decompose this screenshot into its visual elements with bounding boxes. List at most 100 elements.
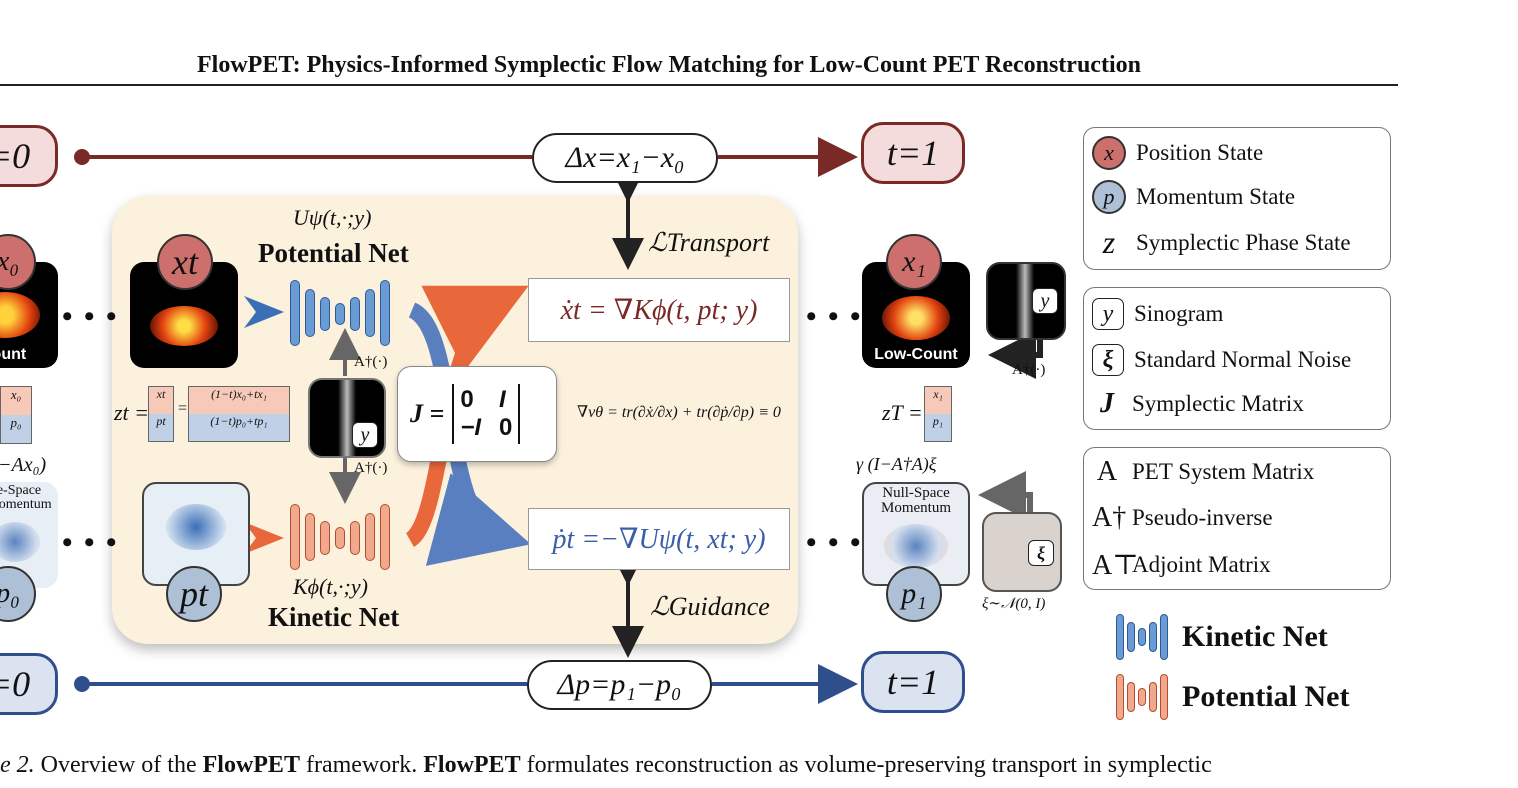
noise-image: ξ xyxy=(982,512,1062,592)
p1-circle: p₁ xyxy=(886,566,942,622)
left-state-vector: x₀ p₀ xyxy=(0,386,32,444)
legend-symbols-box: y Sinogram ξ Standard Normal Noise J Sym… xyxy=(1083,287,1391,430)
kinetic-net-bar xyxy=(380,504,390,570)
bottom-left-state-pill: =0 xyxy=(0,653,58,715)
xt-image xyxy=(130,262,238,368)
position-state-icon: x xyxy=(1092,136,1126,170)
potential-net-legend-icon xyxy=(1116,674,1176,720)
sinogram-y-badge-right: y xyxy=(1032,288,1058,314)
sinogram-icon: y xyxy=(1092,298,1124,330)
system-matrix-icon: A xyxy=(1096,456,1118,487)
kinetic-net-bar xyxy=(320,521,330,555)
zt-interp-x: (1−t)x₀+tx₁ xyxy=(189,387,289,414)
ellipsis-top-left: • • • xyxy=(62,300,119,333)
caption-text: Overview of the xyxy=(40,752,197,778)
symplectic-matrix-icon: J xyxy=(1100,388,1114,419)
phase-state-icon: z xyxy=(1102,224,1116,260)
gamma-eq: γ (I−A†A)ξ xyxy=(856,454,937,474)
legend-phase-row: z Symplectic Phase State xyxy=(1092,224,1351,261)
zt-vec-p: pt xyxy=(149,414,173,441)
legend-potential-label: Potential Net xyxy=(1182,680,1350,713)
kinetic-arrowhead xyxy=(244,522,284,554)
zt-interp-vector: (1−t)x₀+tx₁ (1−t)p₀+tp₁ xyxy=(188,386,290,442)
potential-net-bar xyxy=(335,303,345,325)
bottom-right-text: t=1 xyxy=(886,662,940,702)
nullspace-text: Null-Space Momentum xyxy=(881,485,951,516)
sinogram-y-badge: y xyxy=(352,422,378,448)
zt-eq-sign: = xyxy=(178,400,188,417)
potential-net-bar xyxy=(365,289,375,337)
left-vec-p0: p₀ xyxy=(1,415,31,443)
legend-system-row: A PET System Matrix xyxy=(1092,456,1314,488)
kinetic-net-legend-icon xyxy=(1116,614,1176,660)
header-rule xyxy=(0,84,1398,86)
bottom-right-state-pill: t=1 xyxy=(861,651,965,713)
potential-net-bar xyxy=(350,297,360,331)
x1-circle: x₁ xyxy=(886,234,942,290)
top-right-text: t=1 xyxy=(886,133,940,173)
kinetic-net-title: Kinetic Net xyxy=(268,602,400,632)
legend-momentum-row: p Momentum State xyxy=(1092,180,1295,214)
pinv-label-lower: A†(·) xyxy=(354,460,388,476)
kinetic-net-bar xyxy=(335,527,345,549)
adjoint-matrix-icon: A⊤ xyxy=(1092,550,1139,581)
potential-net-bar xyxy=(380,280,390,346)
guidance-loss-label: ℒGuidance xyxy=(650,592,770,621)
zT-vector: x₁ p₁ xyxy=(924,386,952,442)
zT-vec-x: x₁ xyxy=(925,387,951,414)
legend-states-box: x Position State p Momentum State z Symp… xyxy=(1083,127,1391,270)
top-delta-text: Δx=x₁−x₀ xyxy=(565,141,685,174)
sinogram-center-image: y xyxy=(308,378,386,458)
j-cell: 0 xyxy=(460,386,474,413)
left-nullspace-text: e-Space Momentum xyxy=(0,483,52,512)
zT-vec-p: p₁ xyxy=(925,414,951,441)
noise-dist-label: ξ∼𝒩(0, I) xyxy=(982,596,1046,612)
p0-text: p₀ xyxy=(0,578,20,609)
bottom-delta-text: Δp=p₁−p₀ xyxy=(557,668,682,701)
legend-pinv-row: A† Pseudo-inverse xyxy=(1092,502,1273,534)
legend-system-label: PET System Matrix xyxy=(1132,459,1315,484)
potential-net-title: Potential Net xyxy=(258,238,409,268)
potential-net-bar xyxy=(320,297,330,331)
pinv-label-right: A†(·) xyxy=(1012,362,1046,378)
legend-adjoint-label: Adjoint Matrix xyxy=(1132,552,1271,577)
zt-interp-p: (1−t)p₀+tp₁ xyxy=(189,414,289,441)
x0-text: x₀ xyxy=(0,246,20,277)
legend-symplectic-row: J Symplectic Matrix xyxy=(1092,388,1304,420)
legend-pinv-label: Pseudo-inverse xyxy=(1132,505,1273,530)
bottom-left-text: =0 xyxy=(0,664,31,704)
potential-arrowhead xyxy=(244,296,284,328)
top-left-text: =0 xyxy=(0,136,31,176)
page-header-title: FlowPET: Physics-Informed Symplectic Flo… xyxy=(197,52,1141,78)
figure-caption: e 2. Overview of the FlowPET framework. … xyxy=(0,752,1212,779)
bottom-delta-pill: Δp=p₁−p₀ xyxy=(527,660,712,710)
legend-phase-label: Symplectic Phase State xyxy=(1136,229,1351,255)
divergence-eq: ∇vθ = tr(∂ẋ/∂x) + tr(∂ṗ/∂p) ≡ 0 xyxy=(577,404,781,421)
zt-vector: xt pt xyxy=(148,386,174,442)
symplectic-matrix-box: J = 0 I −I 0 xyxy=(397,366,557,462)
legend-symplectic-label: Symplectic Matrix xyxy=(1132,391,1304,416)
noise-xi-badge: ξ xyxy=(1028,540,1054,566)
legend-sinogram-row: y Sinogram xyxy=(1092,298,1223,330)
zT-label: zT = xyxy=(882,400,923,425)
left-vec-x0: x₀ xyxy=(1,387,31,415)
noise-icon: ξ xyxy=(1092,344,1124,376)
kinetic-net-bar xyxy=(365,513,375,561)
legend-noise-label: Standard Normal Noise xyxy=(1134,347,1352,372)
pinv-label-upper: A†(·) xyxy=(354,354,388,370)
caption-bold: FlowPET xyxy=(202,752,300,778)
left-partial-eq: −Ax₀) xyxy=(0,454,47,476)
caption-text: formulates reconstruction as volume-pres… xyxy=(526,752,1212,778)
p-dot-equation: ṗt =−∇Uψ(t, xt; y) xyxy=(528,508,790,570)
pseudo-inverse-icon: A† xyxy=(1092,502,1127,533)
ellipsis-top-right: • • • xyxy=(806,300,863,333)
kinetic-net-bar xyxy=(305,513,315,561)
potential-net-bar xyxy=(305,289,315,337)
xt-text: xt xyxy=(172,242,198,282)
x-dot-text: ẋt = ∇Kϕ(t, pt; y) xyxy=(560,295,758,326)
x-dot-equation: ẋt = ∇Kϕ(t, pt; y) xyxy=(528,278,790,342)
legend-momentum-label: Momentum State xyxy=(1136,184,1296,209)
x1-text: x₁ xyxy=(902,245,926,278)
pt-circle: pt xyxy=(166,566,222,622)
transport-loss-label: ℒTransport xyxy=(648,228,770,257)
